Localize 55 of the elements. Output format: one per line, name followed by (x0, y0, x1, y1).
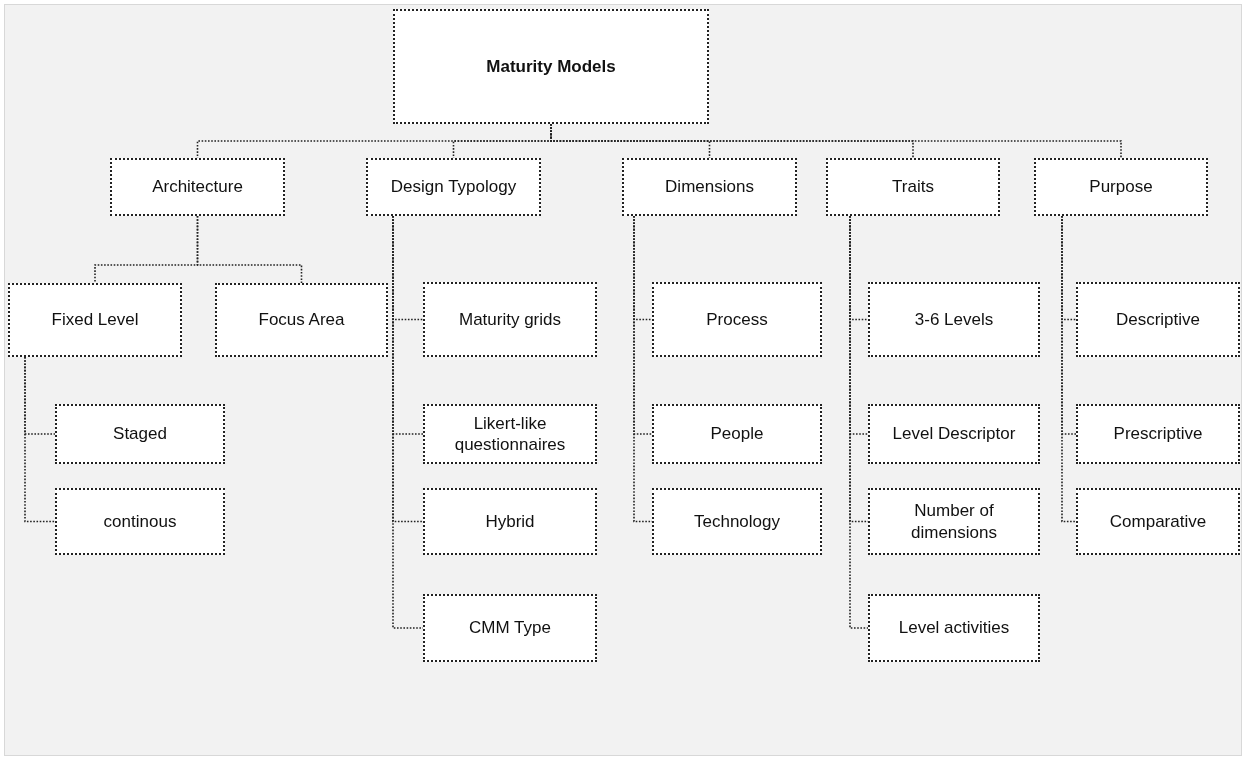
connector-line (392, 215, 424, 629)
box-label: Maturity grids (458, 308, 562, 331)
box-label: Architecture (151, 176, 244, 198)
category-box (1076, 488, 1240, 555)
category-box (1034, 158, 1208, 216)
category-box (423, 594, 597, 662)
box-label: Comparative (1108, 510, 1208, 533)
box-label: CMM Type (468, 617, 552, 639)
connector-line (1061, 215, 1077, 523)
box-label: Process (705, 308, 769, 331)
category-box (868, 488, 1040, 555)
category-box (652, 282, 822, 357)
category-box (868, 404, 1040, 464)
category-box (8, 283, 182, 357)
box-label: Maturity Models (485, 55, 617, 78)
root-box (393, 9, 709, 124)
category-box (423, 488, 597, 555)
category-box (868, 282, 1040, 357)
category-box (1076, 282, 1240, 357)
box-label: Number of dimensions (910, 500, 998, 543)
connector-line (24, 356, 56, 523)
box-label: Likert-like questionnaires (453, 412, 567, 456)
box-label: Traits (891, 176, 935, 198)
category-box (423, 404, 597, 464)
box-label: Purpose (1088, 176, 1154, 198)
category-box (110, 158, 285, 216)
connector-line (550, 123, 1122, 159)
category-box (826, 158, 1000, 216)
box-label: Descriptive (1114, 308, 1202, 331)
box-label: Dimensions (664, 176, 755, 198)
category-box (55, 488, 225, 555)
box-label: continous (102, 510, 178, 533)
category-box (366, 158, 541, 216)
box-label: Fixed Level (50, 309, 140, 331)
connector-line (849, 215, 869, 629)
connector-line (633, 215, 653, 523)
box-label: Prescriptive (1112, 423, 1204, 445)
box-label: People (709, 423, 765, 445)
category-box (55, 404, 225, 464)
box-label: Level activities (897, 617, 1011, 639)
box-label: Level Descriptor (891, 423, 1017, 445)
category-box (868, 594, 1040, 662)
category-box (652, 488, 822, 555)
category-box (1076, 404, 1240, 464)
box-label: Technology (693, 510, 781, 533)
box-label: Hybrid (484, 510, 536, 533)
box-label: Staged (112, 423, 168, 445)
box-label: 3-6 Levels (913, 308, 995, 331)
category-box (622, 158, 797, 216)
box-label: Design Typology (389, 176, 518, 198)
box-label: Focus Area (257, 309, 346, 331)
category-box (652, 404, 822, 464)
connector-line (196, 215, 303, 284)
category-box (423, 282, 597, 357)
category-box (215, 283, 388, 357)
